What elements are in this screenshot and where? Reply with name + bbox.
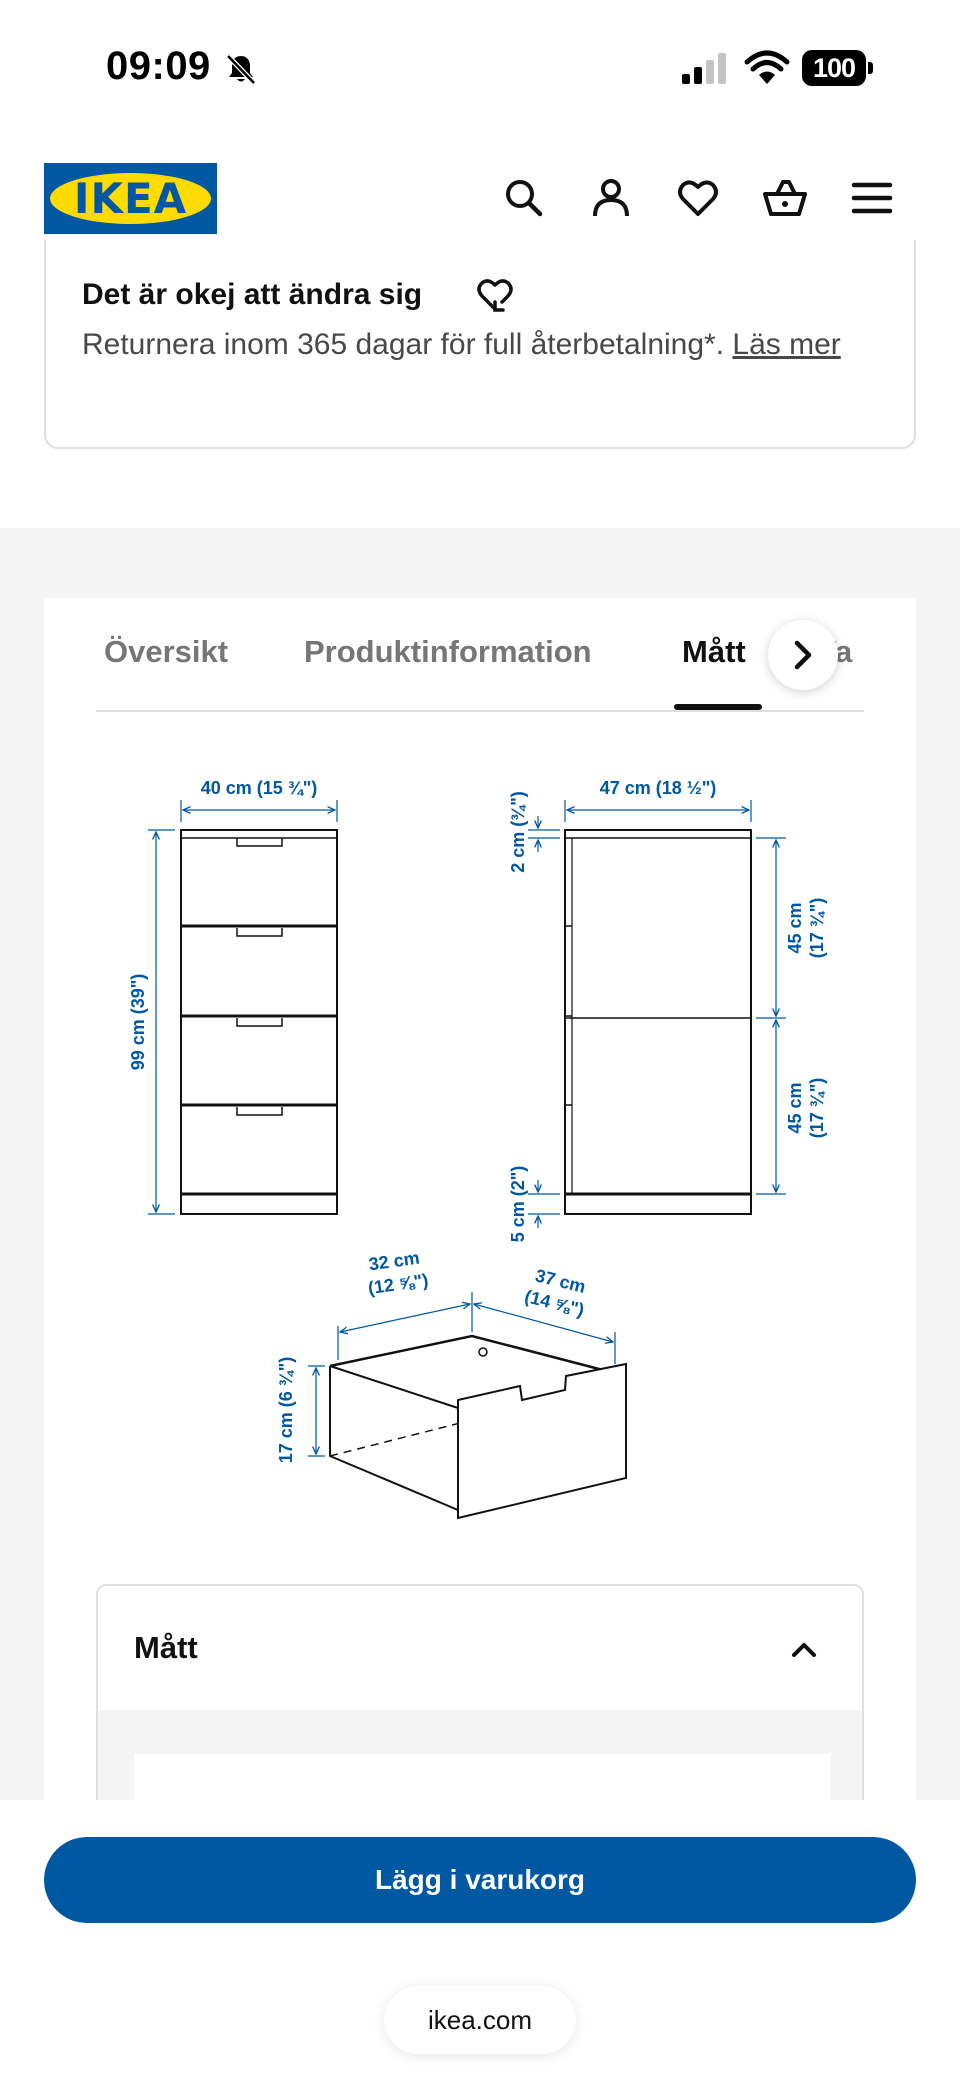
side-view-drawing: 47 cm (18 ½") 2 cm (¾") 45 cm (17 ¾") 45… (508, 778, 827, 1242)
tab-product-information[interactable]: Produktinformation (304, 634, 592, 669)
cellular-signal-icon (682, 53, 726, 84)
bottom-bar: Lägg i varukorg ikea.com (0, 1800, 960, 2086)
status-bar: 09:09 100 (0, 0, 960, 140)
dimensions-accordion-header[interactable]: Mått (98, 1586, 862, 1710)
drawer-width-cm-label: 32 cm (367, 1248, 420, 1275)
dimensions-accordion: Mått (96, 1584, 864, 1814)
return-policy-card: Det är okej att ändra sig Returnera inom… (44, 240, 916, 449)
logo-text: IKEA (73, 174, 188, 223)
site-header: IKEA (0, 140, 960, 260)
side-depth-label: 47 cm (18 ½") (600, 778, 717, 798)
heart-return-icon (477, 279, 513, 312)
battery-level: 100 (802, 50, 866, 86)
accordion-body (98, 1710, 862, 1814)
cart-icon[interactable] (763, 176, 807, 220)
chevron-right-icon (794, 640, 812, 670)
drawer-width-in-label: (12 ⅝") (367, 1270, 430, 1298)
tab-overview[interactable]: Översikt (104, 634, 229, 669)
bell-muted-icon (226, 54, 256, 85)
browser-url-bar[interactable]: ikea.com (384, 1986, 576, 2054)
battery-icon: 100 (802, 50, 874, 86)
wifi-icon (744, 50, 790, 84)
tabs-next-button[interactable] (768, 620, 838, 690)
side-base-label: 5 cm (2") (508, 1166, 528, 1243)
active-tab-indicator (674, 704, 762, 710)
side-lower-in-label: (17 ¾") (807, 1078, 827, 1139)
tab-dimensions[interactable]: Mått (682, 634, 746, 669)
side-upper-in-label: (17 ¾") (807, 898, 827, 959)
add-to-cart-button[interactable]: Lägg i varukorg (44, 1837, 916, 1923)
front-width-label: 40 cm (15 ¾") (201, 778, 318, 798)
drawer-drawing: 32 cm (12 ⅝") 37 cm (14 ⅝") 17 cm (6 ¾") (276, 1248, 627, 1520)
promo-description: Returnera inom 365 dagar för full återbe… (82, 328, 725, 361)
read-more-link[interactable]: Läs mer (732, 328, 841, 361)
search-icon[interactable] (502, 176, 546, 220)
side-upper-cm-label: 45 cm (785, 902, 805, 953)
accordion-title: Mått (134, 1630, 198, 1665)
heart-icon[interactable] (676, 176, 720, 220)
status-time: 09:09 (106, 44, 211, 88)
ikea-logo[interactable]: IKEA (44, 163, 217, 234)
account-icon[interactable] (589, 176, 633, 220)
promo-title: Det är okej att ändra sig (82, 278, 423, 311)
side-top-gap-label: 2 cm (¾") (508, 791, 528, 873)
menu-icon[interactable] (850, 176, 894, 220)
dimension-drawing: 40 cm (15 ¾") 99 cm (39") 47 cm (18 ½") … (128, 778, 827, 1520)
side-lower-cm-label: 45 cm (785, 1082, 805, 1133)
drawer-height-label: 17 cm (6 ¾") (276, 1357, 296, 1464)
product-tabs: Översikt Produktinformation Mått Va (96, 620, 864, 712)
promo-text: Returnera inom 365 dagar för full återbe… (82, 322, 902, 368)
front-height-label: 99 cm (39") (128, 974, 148, 1071)
front-view-drawing: 40 cm (15 ¾") 99 cm (39") (128, 778, 338, 1215)
chevron-up-icon (792, 1643, 816, 1657)
